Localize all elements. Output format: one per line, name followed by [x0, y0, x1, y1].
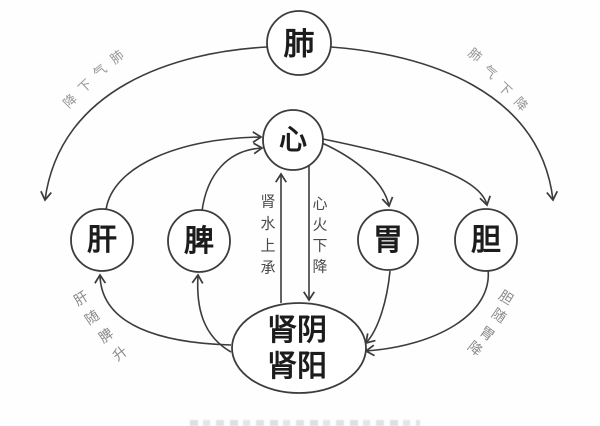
- stomach-circle: [357, 209, 419, 271]
- node-kidney-line2: 肾阳: [267, 350, 327, 383]
- gallbladder-circle: [454, 208, 518, 272]
- edge-label-char: 火: [312, 217, 328, 234]
- edge-label-char: 水: [260, 216, 276, 233]
- edge-label-char: 上: [260, 238, 276, 255]
- edge-heart-to-gallbladder: [322, 138, 491, 207]
- liver-circle: [70, 208, 134, 272]
- spleen-circle: [167, 209, 231, 273]
- edge-lung-descend-left: [40, 46, 268, 202]
- node-kidney-line1: 肾阴: [267, 314, 327, 347]
- edge-label-char: 下: [312, 238, 328, 255]
- cropped-caption-fragment: [190, 420, 420, 426]
- lung-circle: [266, 10, 332, 76]
- edge-label-char: 承: [260, 260, 276, 277]
- node-kidney: 肾阴 肾阳: [267, 313, 327, 385]
- edge-gallbladder-to-kidney: [364, 268, 489, 357]
- edge-kidney-to-spleen: [191, 273, 232, 353]
- node-liver: 肝: [87, 224, 117, 257]
- node-stomach: 胃: [373, 224, 403, 257]
- edge-kidney-to-liver: [94, 273, 232, 346]
- edge-label-char: 肾: [260, 194, 276, 211]
- kidney-ellipse: [231, 302, 367, 394]
- node-lung: 肺: [283, 26, 315, 62]
- heart-circle: [262, 109, 324, 171]
- edge-label-char: 心: [312, 196, 328, 213]
- edge-liver-to-heart: [105, 131, 263, 211]
- edge-lung-descend-right: [330, 46, 559, 202]
- node-gallbladder: 胆: [471, 224, 501, 257]
- edge-label-char: 降: [312, 259, 328, 276]
- node-heart: 心: [278, 125, 308, 156]
- edge-spleen-to-heart: [201, 142, 264, 212]
- edge-stomach-to-kidney: [364, 270, 391, 345]
- node-spleen: 脾: [184, 225, 214, 258]
- edge-heart-to-stomach: [321, 142, 394, 208]
